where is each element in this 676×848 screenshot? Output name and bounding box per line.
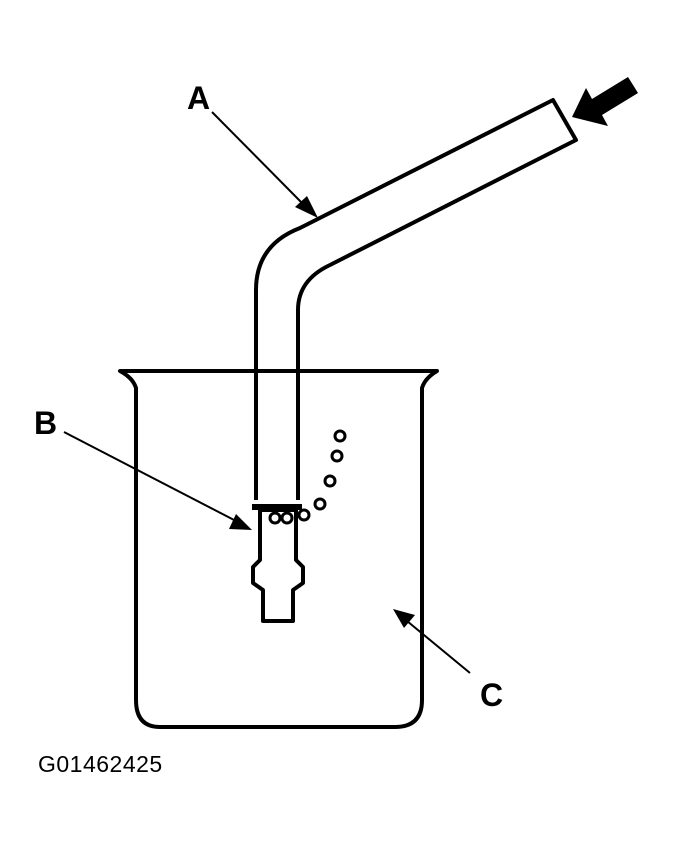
figure-id: G01462425	[38, 751, 163, 777]
bubble	[330, 449, 344, 463]
hose-a-submerged	[254, 371, 300, 500]
label-a: A	[187, 80, 211, 116]
label-b: B	[34, 405, 58, 441]
flow-arrow-icon	[572, 77, 638, 126]
bubble	[297, 508, 311, 522]
leader-line-b	[63, 431, 252, 530]
label-c: C	[480, 677, 504, 713]
valve-b	[251, 508, 305, 623]
bubble	[268, 511, 282, 525]
bubble	[323, 474, 337, 488]
air-bubbles	[268, 429, 347, 525]
leader-line-a	[211, 111, 318, 218]
bubble	[333, 429, 347, 443]
leader-line-c	[393, 609, 471, 674]
bubble	[280, 511, 294, 525]
bubble	[313, 497, 327, 511]
